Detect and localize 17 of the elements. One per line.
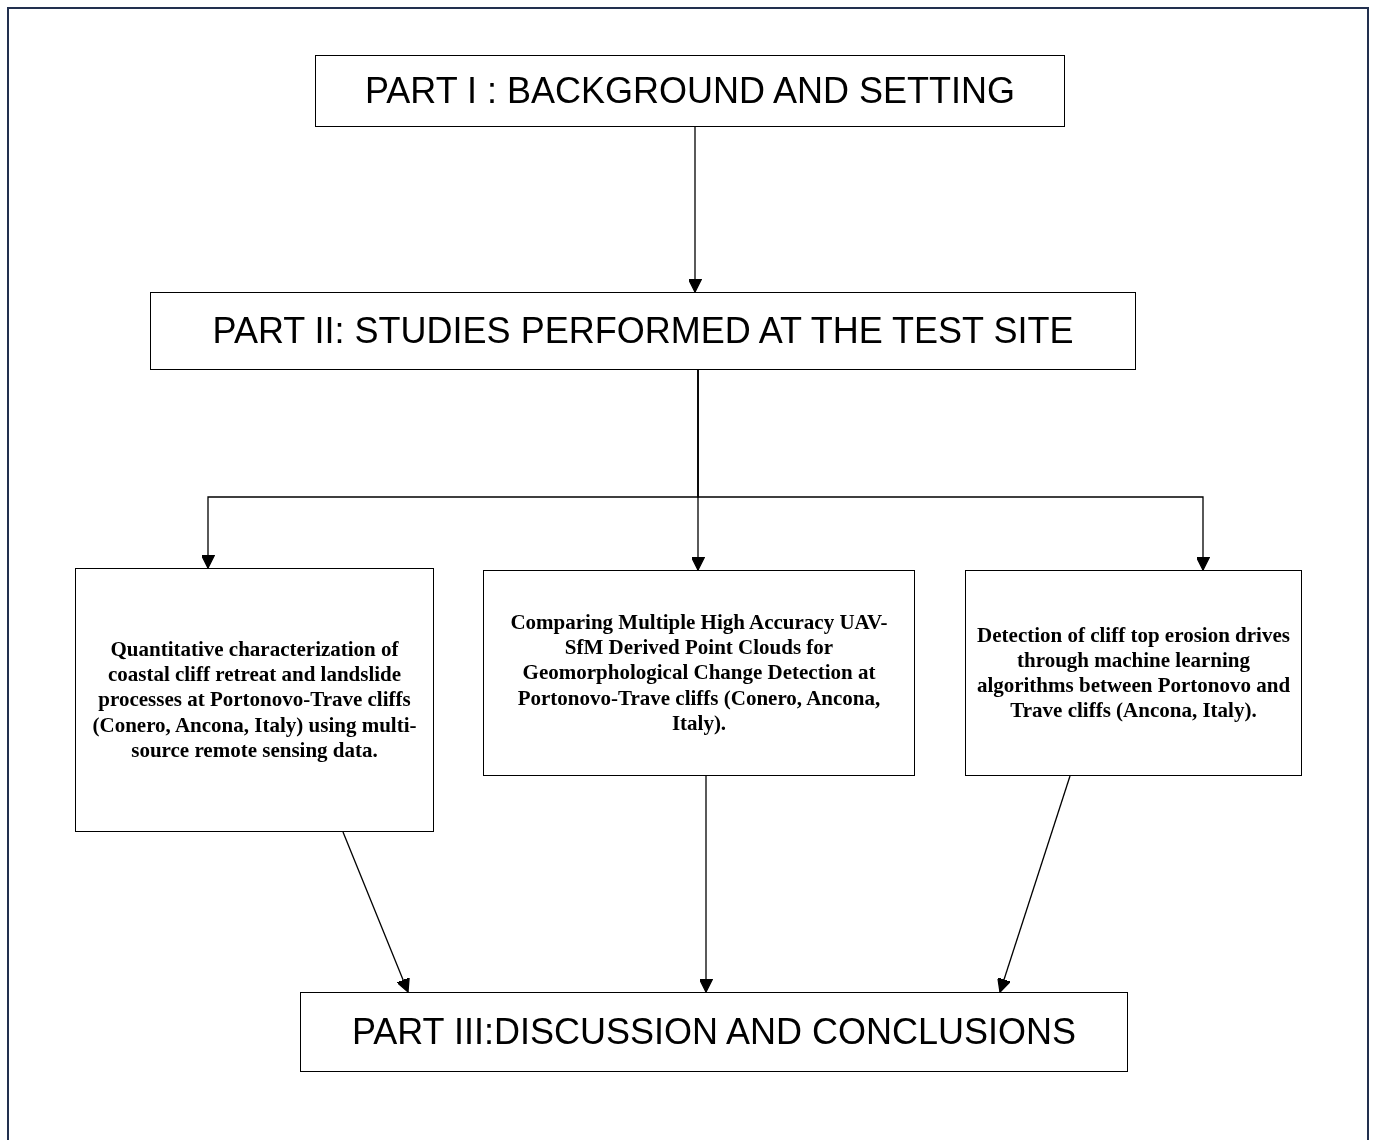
study-box xyxy=(75,568,434,832)
study-title: Quantitative characterization of coastal cliff retreat and landslide processes at Portonovo-Trave cliffs (Conero, Ancona, Italy) using multi-source remote sensing data. xyxy=(91,637,418,763)
section-box xyxy=(315,55,1065,127)
arrow xyxy=(342,831,410,993)
study-title: Comparing Multiple High Accuracy UAV-SfM Derived Point Clouds for Geomorphological Change Detection at Portonovo-Trave cliffs (Conero, Ancona, Italy). xyxy=(509,610,889,736)
study-title: Detection of cliff top erosion drives through machine learning algorithms between Portonovo and Trave cliffs (Ancona, Italy). xyxy=(975,622,1292,724)
section-box xyxy=(150,292,1136,370)
section-title: PART I : BACKGROUND AND SETTING xyxy=(364,70,1016,112)
arrow xyxy=(687,126,703,293)
study-box xyxy=(965,570,1302,776)
arrow xyxy=(698,775,714,993)
study-box xyxy=(483,570,915,776)
section-box xyxy=(300,992,1128,1072)
arrow xyxy=(697,369,1211,571)
section-title: PART III:DISCUSSION AND CONCLUSIONS xyxy=(351,1011,1077,1053)
section-title: PART II: STUDIES PERFORMED AT THE TEST SITE xyxy=(212,310,1074,352)
arrow xyxy=(997,775,1071,993)
